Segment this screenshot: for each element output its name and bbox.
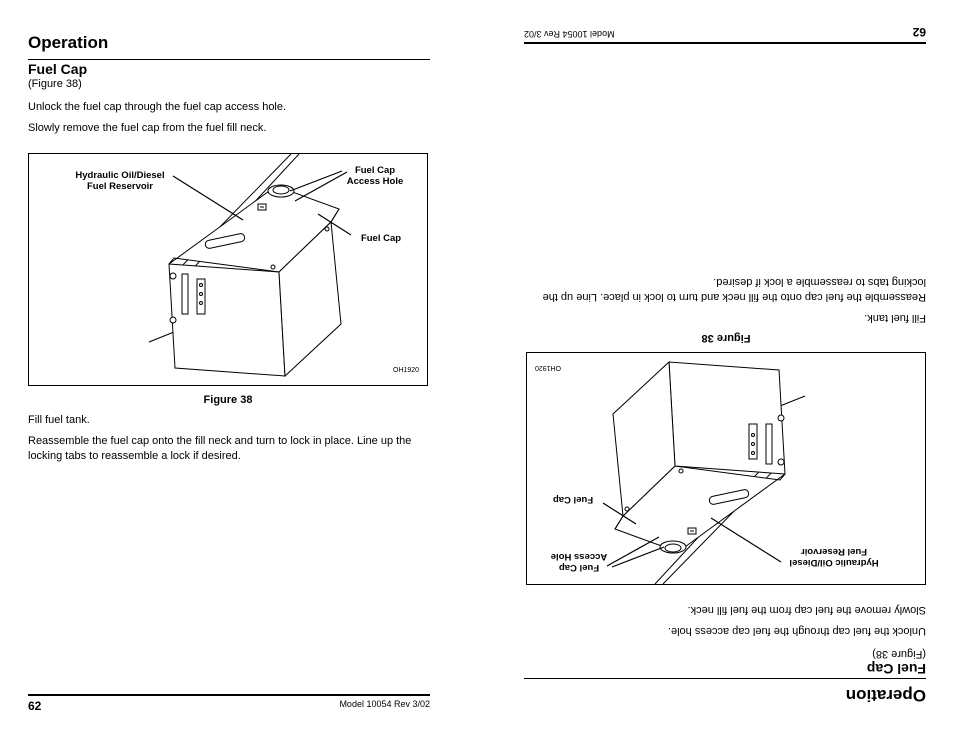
footer-model-revision-rotated: Model 10054 Rev 3/02 [524,29,615,39]
figure-code: OH1920 [393,367,420,374]
figure-illustration-rotated: Hydraulic Oil/Diesel Fuel Reservoir Fuel… [526,352,926,585]
footer-rule-rotated [524,42,926,44]
figure-reference-rotated: (Figure 38) [872,648,926,660]
paragraph-reassemble: Reassemble the fuel cap onto the fill ne… [28,435,412,462]
subsection-heading: Fuel Cap [28,61,88,77]
page-number-rotated: 62 [912,25,926,39]
header-rule [28,59,430,60]
callout-hydraulic-reservoir: Hydraulic Oil/Diesel Fuel Reservoir [75,170,165,192]
callout-fuel-cap-access-hole: Fuel Cap Access Hole [346,165,404,187]
callout-fuel-cap-rotated: Fuel Cap [552,494,594,505]
page-left: Operation Fuel Cap (Figure 38) Unlock th… [28,33,430,713]
page-right-rotated: Operation Fuel Cap (Figure 38) Unlock th… [477,0,954,738]
callout-fuel-cap: Fuel Cap [360,233,402,244]
section-title: Operation [28,33,109,52]
footer-model-revision: Model 10054 Rev 3/02 [339,699,430,709]
figure-code-rotated: OH1920 [534,364,561,371]
fuel-reservoir-drawing-rotated [602,360,806,584]
paragraph-fill: Fill fuel tank. [28,414,90,426]
page-number: 62 [28,699,42,713]
figure-caption: Figure 38 [203,394,253,406]
section-title-rotated: Operation [845,686,926,705]
callout-hydraulic-reservoir-rotated: Hydraulic Oil/Diesel Fuel Reservoir [789,546,879,568]
paragraph-remove: Slowly remove the fuel cap from the fuel… [28,122,267,134]
callout-fuel-cap-access-hole-rotated: Fuel Cap Access Hole [550,551,608,573]
fuel-reservoir-drawing [148,154,352,378]
paragraph-unlock-rotated: Unlock the fuel cap through the fuel cap… [667,625,926,637]
figure-illustration: Hydraulic Oil/Diesel Fuel Reservoir Fuel… [28,153,428,386]
figure-reference: (Figure 38) [28,78,82,90]
paragraph-remove-rotated: Slowly remove the fuel cap from the fuel… [687,604,926,616]
paragraph-fill-rotated: Fill fuel tank. [864,312,926,324]
header-rule-rotated [524,678,926,679]
subsection-heading-rotated: Fuel Cap [866,661,926,677]
paragraph-reassemble-rotated: Reassemble the fuel cap onto the fill ne… [542,276,926,303]
footer-rule [28,694,430,696]
figure-caption-rotated: Figure 38 [701,332,751,344]
paragraph-unlock: Unlock the fuel cap through the fuel cap… [28,101,287,113]
